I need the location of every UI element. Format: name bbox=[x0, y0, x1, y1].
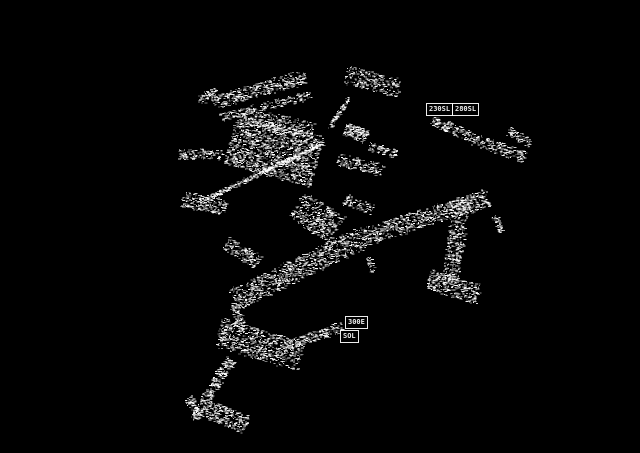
model-label-1: 230SL bbox=[426, 103, 454, 116]
dither-dot-field bbox=[177, 66, 533, 434]
model-label-2: 280SL bbox=[452, 103, 480, 116]
model-label-4: SOL bbox=[340, 330, 359, 343]
model-label-3: 300E bbox=[345, 316, 368, 329]
